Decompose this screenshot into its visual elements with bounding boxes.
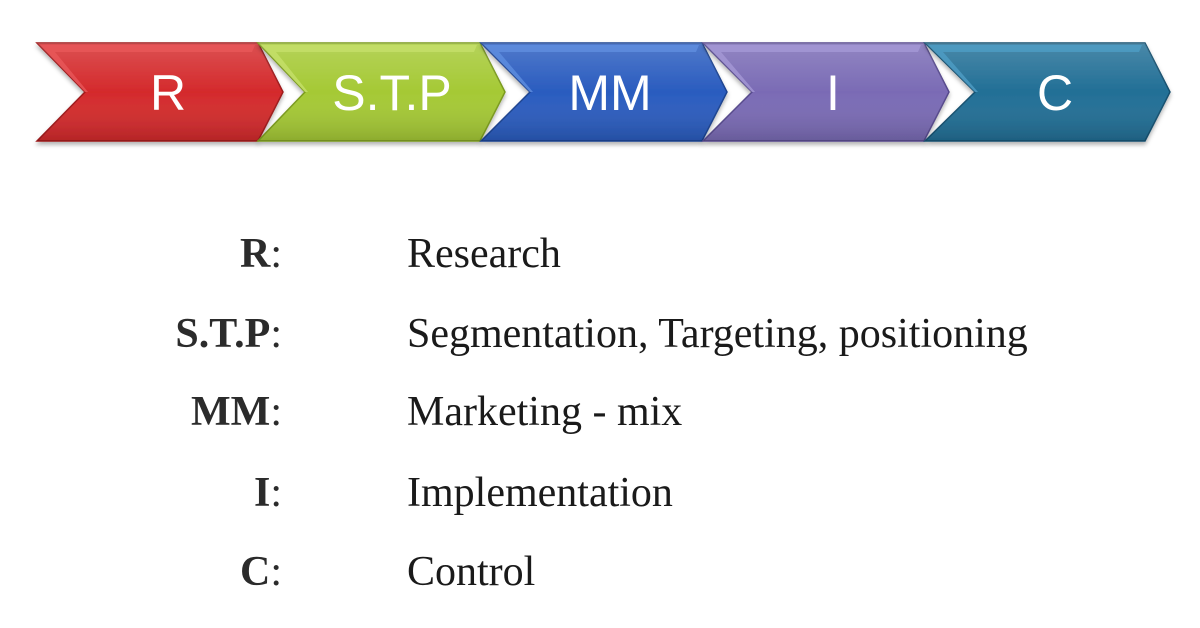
chevron-label-c: C [1037, 65, 1073, 121]
legend-abbr: R: [240, 224, 282, 284]
legend-abbr: MM: [191, 382, 282, 442]
chevron-step-stp: S.T.P [256, 42, 506, 142]
abbr-text: MM [191, 389, 271, 435]
abbr-text: R [239, 231, 271, 277]
chevron-label-mm: MM [568, 65, 651, 121]
colon: : [270, 470, 282, 516]
colon: : [270, 389, 282, 435]
chevron-step-r: R [35, 42, 284, 142]
abbr-text: C [239, 549, 271, 595]
chevron-label-i: I [826, 65, 840, 121]
abbr-text: S.T.P [175, 311, 271, 357]
colon: : [270, 311, 282, 357]
colon: : [270, 231, 282, 277]
legend-description: Segmentation, Targeting, positioning [407, 311, 1028, 357]
legend-row-stp: S.T.P: Segmentation, Targeting, position… [0, 304, 1200, 364]
chevron-bevel-highlight [928, 45, 1142, 92]
chevron-bevel-highlight [40, 45, 255, 92]
legend-row-research: R: Research [0, 224, 1200, 284]
legend-row-marketing-mix: MM: Marketing - mix [0, 382, 1200, 442]
legend-row-control: C: Control [0, 542, 1200, 602]
legend-description: Research [407, 231, 561, 277]
chevron-step-mm: MM [479, 42, 728, 142]
legend-abbr: S.T.P: [175, 304, 282, 364]
chevron-label-stp: S.T.P [332, 65, 451, 121]
chevron-bevel-highlight [261, 45, 477, 92]
legend-row-implementation: I: Implementation [0, 463, 1200, 523]
process-chevron-flow: R S.T.P MM I C [35, 42, 1171, 142]
chevron-label-r: R [150, 65, 186, 121]
legend-description: Implementation [407, 470, 673, 516]
abbr-text: I [253, 470, 271, 516]
chevron-step-c: C [923, 42, 1171, 142]
legend-abbr: C: [240, 542, 282, 602]
legend-description: Control [407, 549, 536, 595]
legend-description: Marketing - mix [407, 389, 683, 435]
chevron-bevel-highlight [484, 45, 699, 92]
legend-abbr: I: [254, 463, 282, 523]
chevron-step-i: I [701, 42, 950, 142]
colon: : [270, 549, 282, 595]
chevron-bevel-highlight [706, 45, 921, 92]
